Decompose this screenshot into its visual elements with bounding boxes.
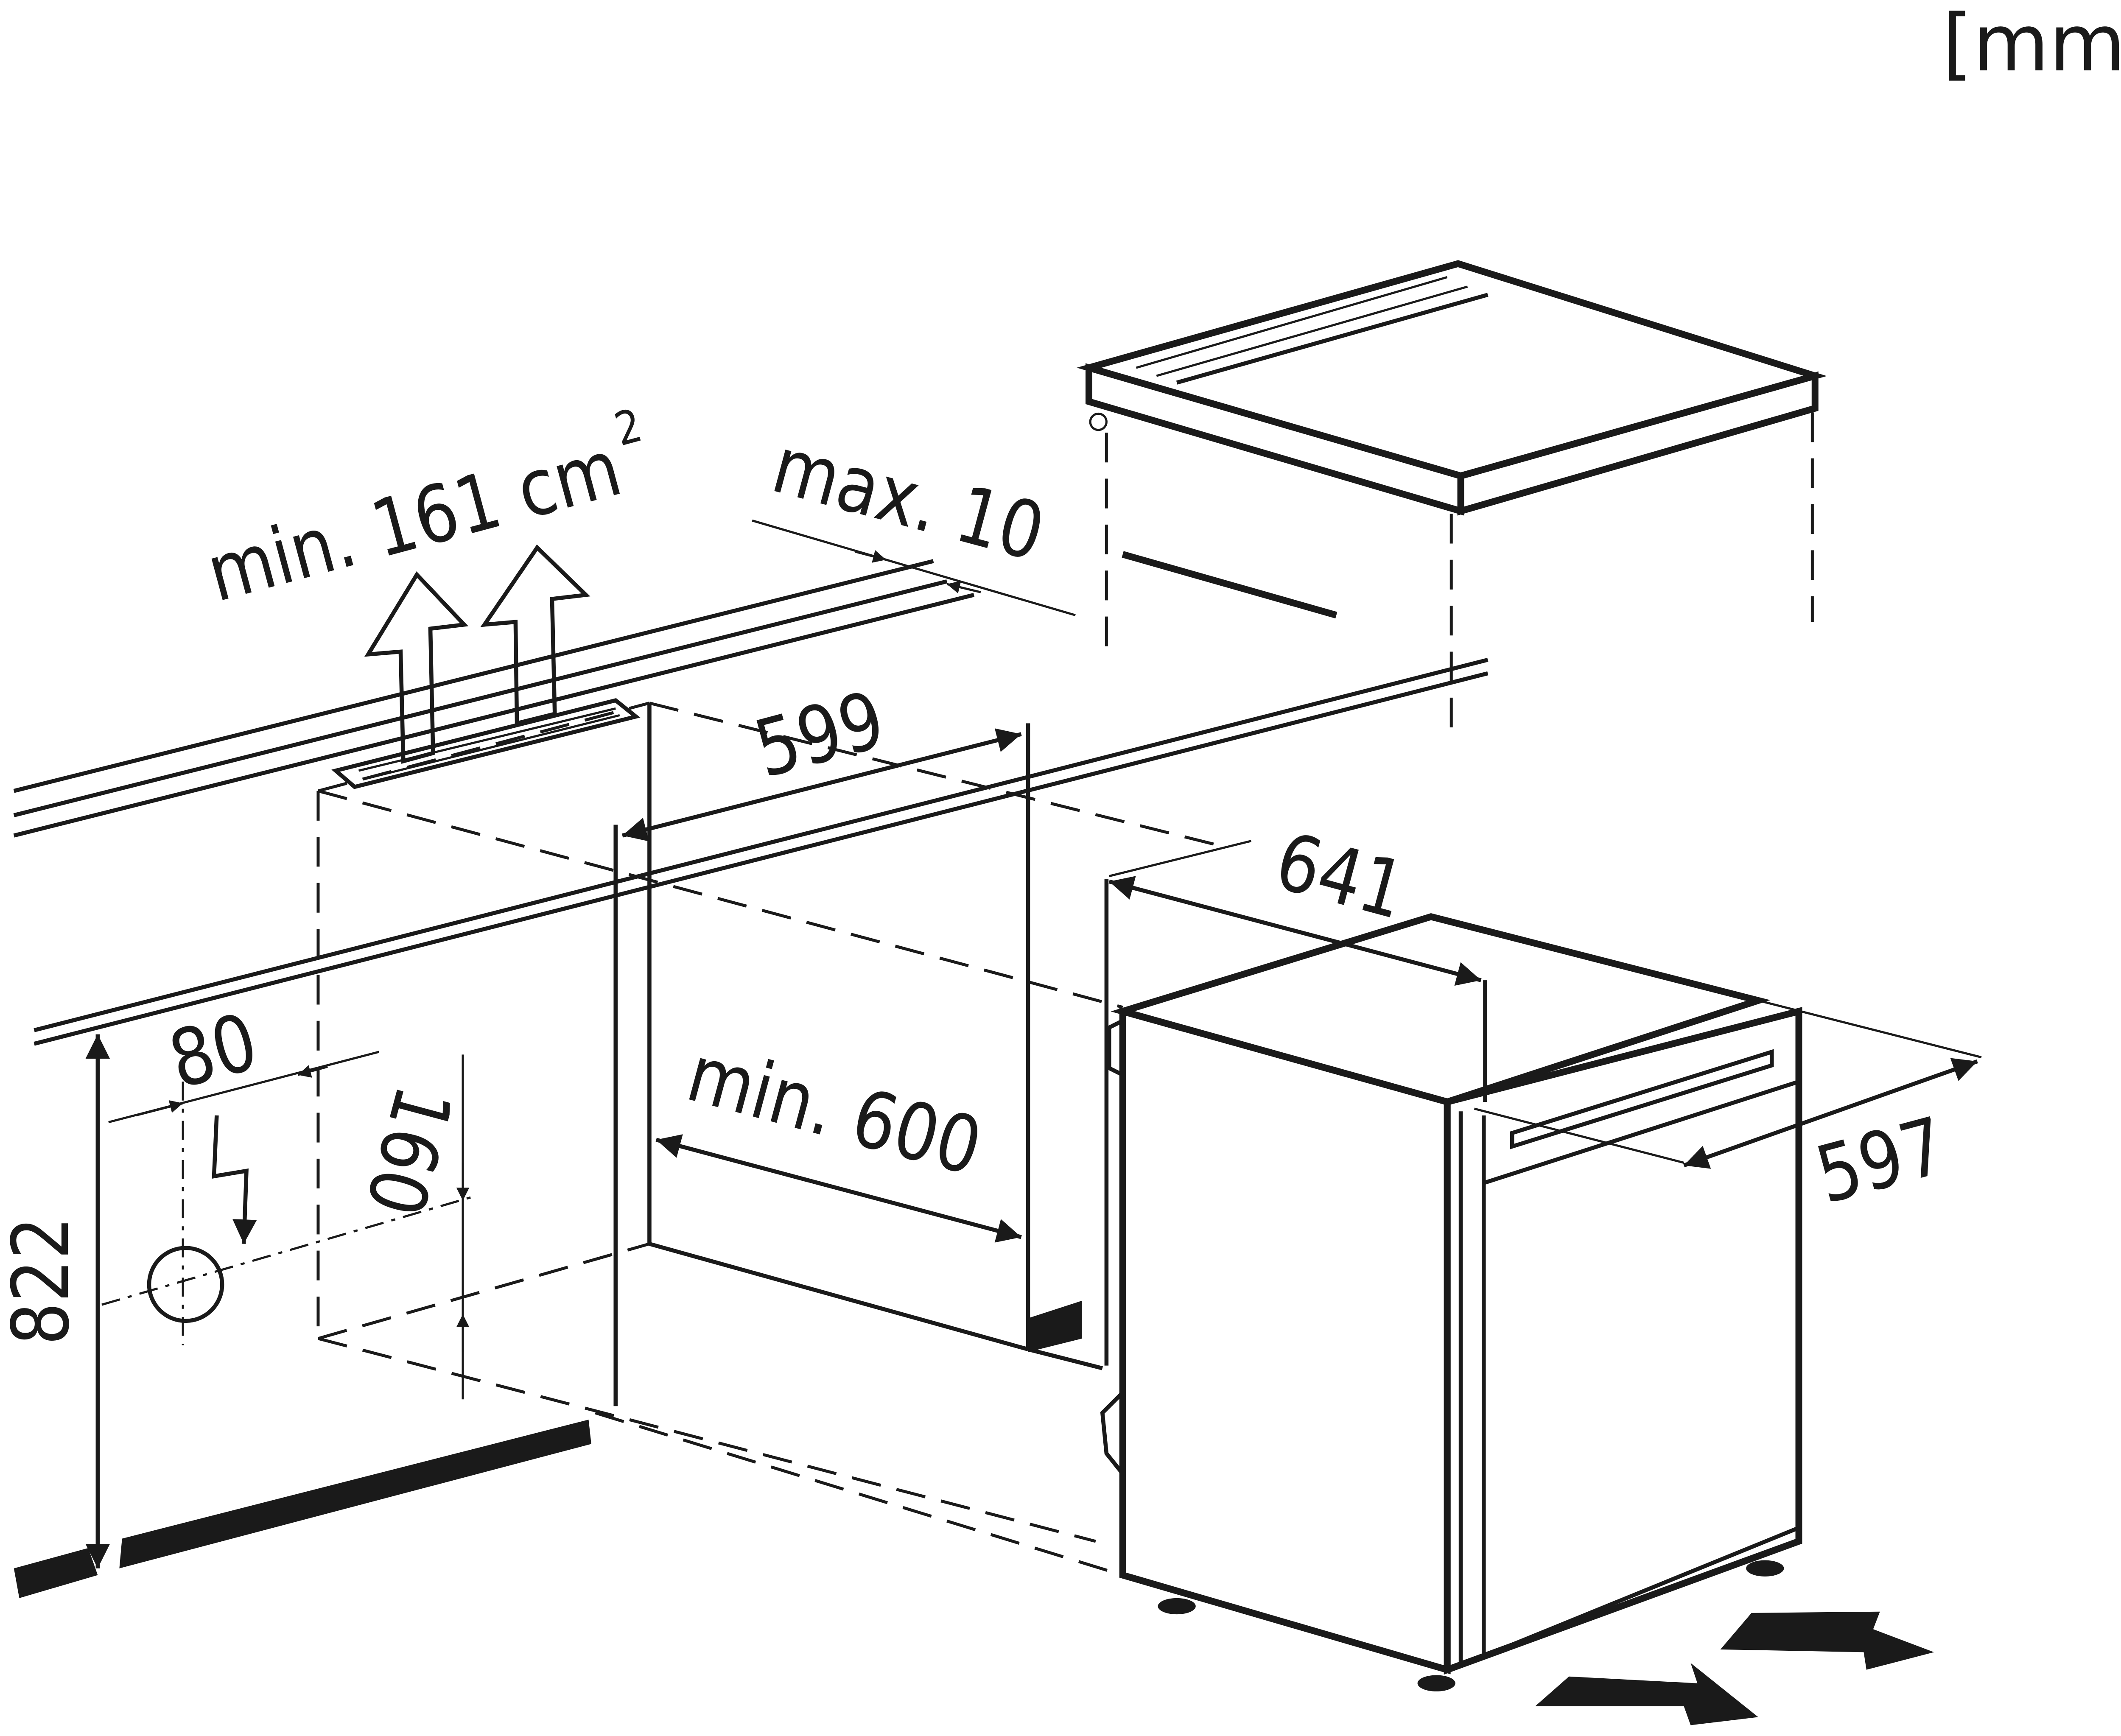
- niche-outline: [316, 702, 1218, 1577]
- dishwasher: [1100, 913, 1802, 1691]
- niche-depth-label: min. 600: [678, 1028, 991, 1193]
- airflow-up-arrow: [364, 571, 469, 764]
- ventilation-exponent: 2: [609, 398, 647, 457]
- height-label: 822: [0, 1216, 87, 1345]
- push-in-arrow: [1535, 1663, 1758, 1725]
- floor-plinth: [14, 1420, 591, 1598]
- appliance-width-label: 597: [1807, 1100, 1955, 1222]
- depth-label: 641: [1267, 815, 1415, 937]
- niche-width-label: 599: [745, 674, 893, 796]
- dimension-lines: [85, 519, 1982, 1568]
- push-in-arrow: [1720, 1611, 1934, 1670]
- worktop-rails: [13, 551, 1489, 1046]
- outlet-offset-label: 80: [160, 996, 266, 1107]
- units-label: [mm]: [1942, 0, 2121, 89]
- gap-max-label: max. 10: [764, 419, 1053, 579]
- airflow-up-arrow: [480, 544, 590, 726]
- ventilation-area: min. 161 cm: [198, 422, 630, 620]
- countertop-panel: [1077, 260, 1827, 730]
